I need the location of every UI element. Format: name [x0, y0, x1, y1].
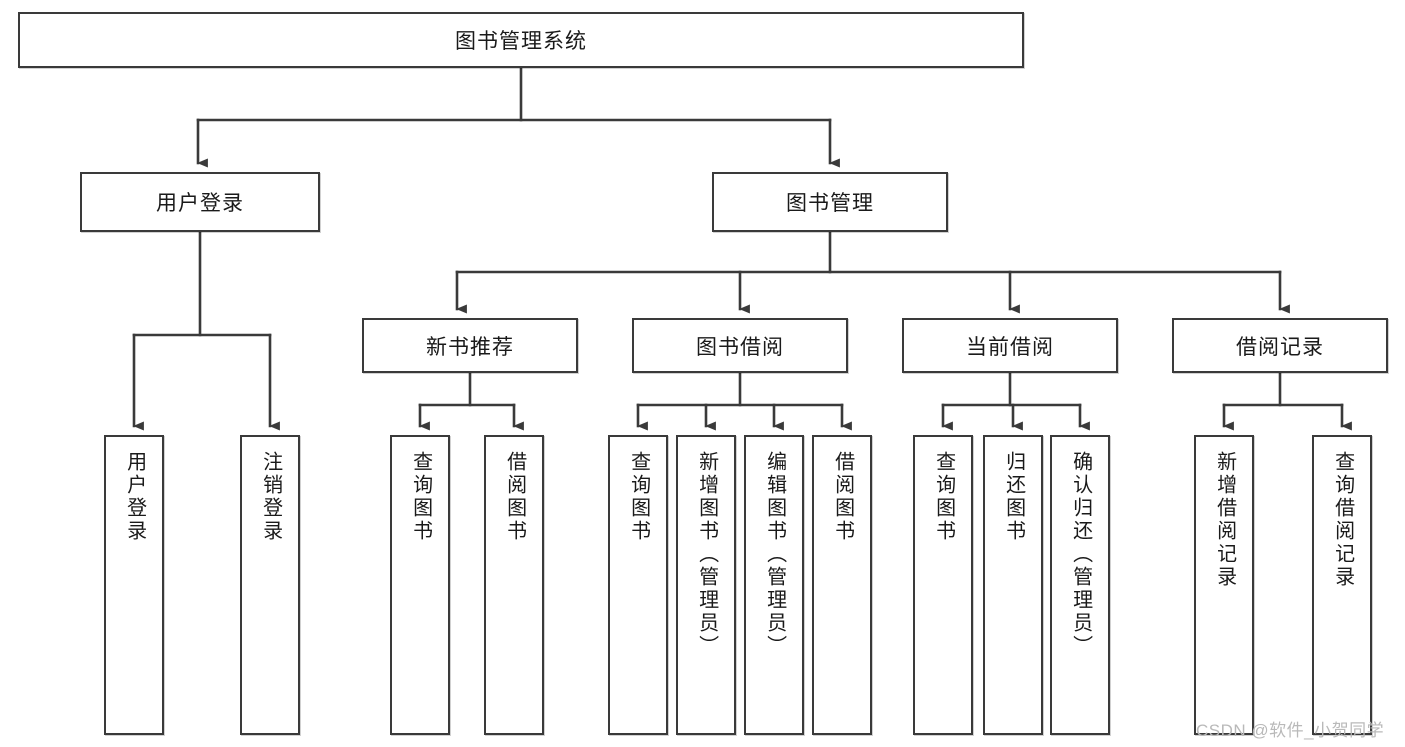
leaf-borrow-book-recommend[interactable]: 借阅图书 — [484, 435, 544, 735]
node-book-borrow-label: 图书借阅 — [696, 335, 784, 359]
leaf-query-book-borrow[interactable]: 查询图书 — [608, 435, 668, 735]
node-current-borrow-label: 当前借阅 — [966, 335, 1054, 359]
leaf-query-book-current-label: 查询图书 — [932, 451, 955, 543]
node-user-login[interactable]: 用户登录 — [80, 172, 320, 232]
leaf-query-book-borrow-label: 查询图书 — [627, 451, 650, 543]
node-root[interactable]: 图书管理系统 — [18, 12, 1024, 68]
leaf-add-borrow-record-label: 新增借阅记录 — [1213, 451, 1236, 589]
leaf-query-book-current[interactable]: 查询图书 — [913, 435, 973, 735]
watermark: CSDN @软件_小贺同学 — [1196, 721, 1385, 740]
leaf-user-login[interactable]: 用户登录 — [104, 435, 164, 735]
leaf-borrow-book-label: 借阅图书 — [831, 451, 854, 543]
leaf-query-borrow-record-label: 查询借阅记录 — [1331, 451, 1354, 589]
leaf-add-book-label: 新增图书（管理员） — [695, 451, 718, 658]
leaf-edit-book-label: 编辑图书（管理员） — [763, 451, 786, 658]
leaf-add-borrow-record[interactable]: 新增借阅记录 — [1194, 435, 1254, 735]
node-new-book-recommend[interactable]: 新书推荐 — [362, 318, 578, 373]
node-borrow-record-label: 借阅记录 — [1236, 335, 1324, 359]
leaf-borrow-book-recommend-label: 借阅图书 — [503, 451, 526, 543]
node-current-borrow[interactable]: 当前借阅 — [902, 318, 1118, 373]
leaf-logout-login[interactable]: 注销登录 — [240, 435, 300, 735]
leaf-add-book[interactable]: 新增图书（管理员） — [676, 435, 736, 735]
node-new-book-recommend-label: 新书推荐 — [426, 335, 514, 359]
leaf-user-login-label: 用户登录 — [123, 451, 146, 543]
node-book-manage[interactable]: 图书管理 — [712, 172, 948, 232]
node-user-login-label: 用户登录 — [156, 192, 244, 215]
node-book-borrow[interactable]: 图书借阅 — [632, 318, 848, 373]
node-borrow-record[interactable]: 借阅记录 — [1172, 318, 1388, 373]
leaf-confirm-return-label: 确认归还（管理员） — [1069, 451, 1092, 658]
leaf-edit-book[interactable]: 编辑图书（管理员） — [744, 435, 804, 735]
leaf-logout-login-label: 注销登录 — [259, 451, 282, 543]
leaf-query-book-recommend-label: 查询图书 — [409, 451, 432, 543]
leaf-borrow-book[interactable]: 借阅图书 — [812, 435, 872, 735]
leaf-return-book[interactable]: 归还图书 — [983, 435, 1043, 735]
node-book-manage-label: 图书管理 — [786, 192, 874, 215]
leaf-query-borrow-record[interactable]: 查询借阅记录 — [1312, 435, 1372, 735]
leaf-query-book-recommend[interactable]: 查询图书 — [390, 435, 450, 735]
leaf-confirm-return[interactable]: 确认归还（管理员） — [1050, 435, 1110, 735]
leaf-return-book-label: 归还图书 — [1002, 451, 1025, 543]
node-root-label: 图书管理系统 — [455, 30, 587, 53]
